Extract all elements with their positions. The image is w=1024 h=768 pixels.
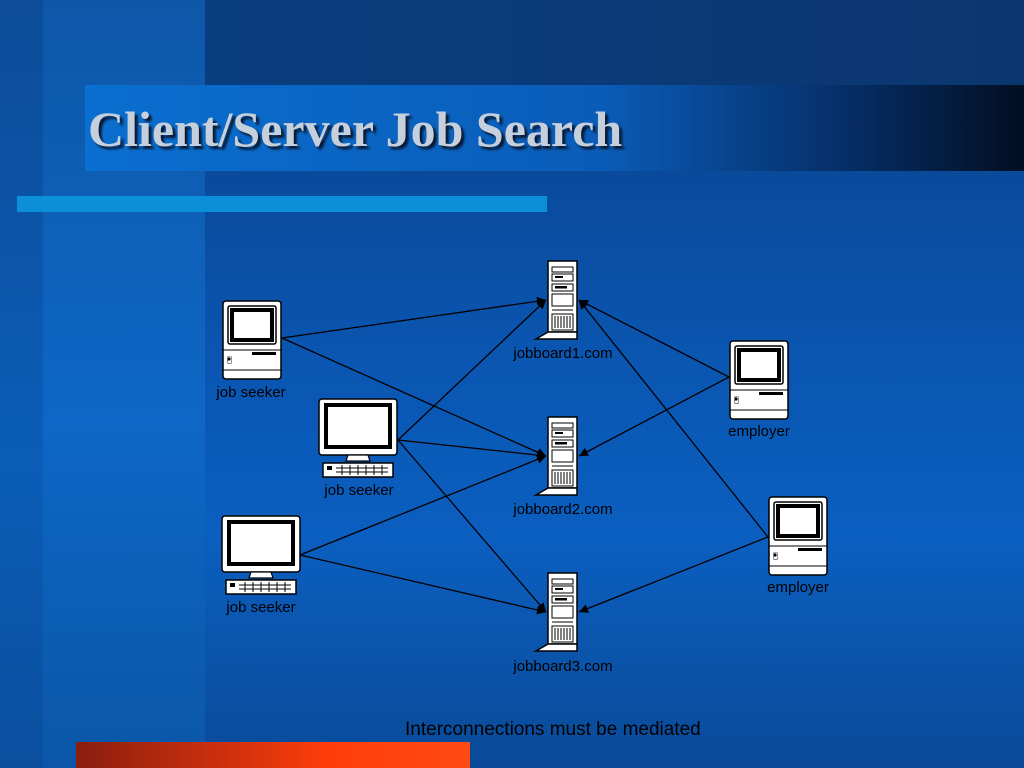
edge-seeker2-to-jobboard1 (397, 299, 547, 441)
edge-seeker1-to-jobboard2 (281, 337, 547, 457)
edge-employer1-to-jobboard1 (578, 299, 730, 378)
employer-1-icon (729, 340, 789, 420)
jobboard2-label: jobboard2.com (513, 501, 613, 518)
employer-1-label: employer (728, 423, 790, 440)
edge-seeker3-to-jobboard3 (299, 554, 547, 615)
jobboard1-label: jobboard1.com (513, 345, 613, 362)
job-seeker-3-icon (221, 515, 301, 595)
background-column-left (0, 0, 43, 768)
slide-caption: Interconnections must be mediated (405, 719, 701, 740)
jobboard3-label: jobboard3.com (513, 658, 613, 675)
job-seeker-2-label: job seeker (324, 482, 394, 499)
job-seeker-1-label: job seeker (216, 384, 286, 401)
edge-seeker2-to-jobboard2 (397, 439, 547, 460)
bottom-accent-bar (76, 742, 470, 768)
job-seeker-2-icon (318, 398, 398, 478)
edge-employer1-to-jobboard2 (578, 376, 730, 457)
edge-seeker3-to-jobboard2 (299, 455, 547, 556)
job-seeker-1-icon (222, 300, 282, 380)
edge-employer2-to-jobboard3 (578, 536, 769, 613)
employer-2-label: employer (767, 579, 829, 596)
jobboard3-server-icon (535, 572, 578, 652)
edge-seeker1-to-jobboard1 (281, 296, 547, 339)
job-seeker-3-label: job seeker (226, 599, 296, 616)
employer-2-icon (768, 496, 828, 576)
background-top-band (205, 0, 1024, 85)
title-bar (85, 85, 1024, 171)
slide-title: Client/Server Job Search (88, 101, 623, 157)
edge-employer2-to-jobboard1 (578, 299, 769, 538)
accent-bar (17, 196, 547, 212)
edge-seeker2-to-jobboard3 (397, 439, 547, 613)
connection-lines (281, 296, 769, 615)
